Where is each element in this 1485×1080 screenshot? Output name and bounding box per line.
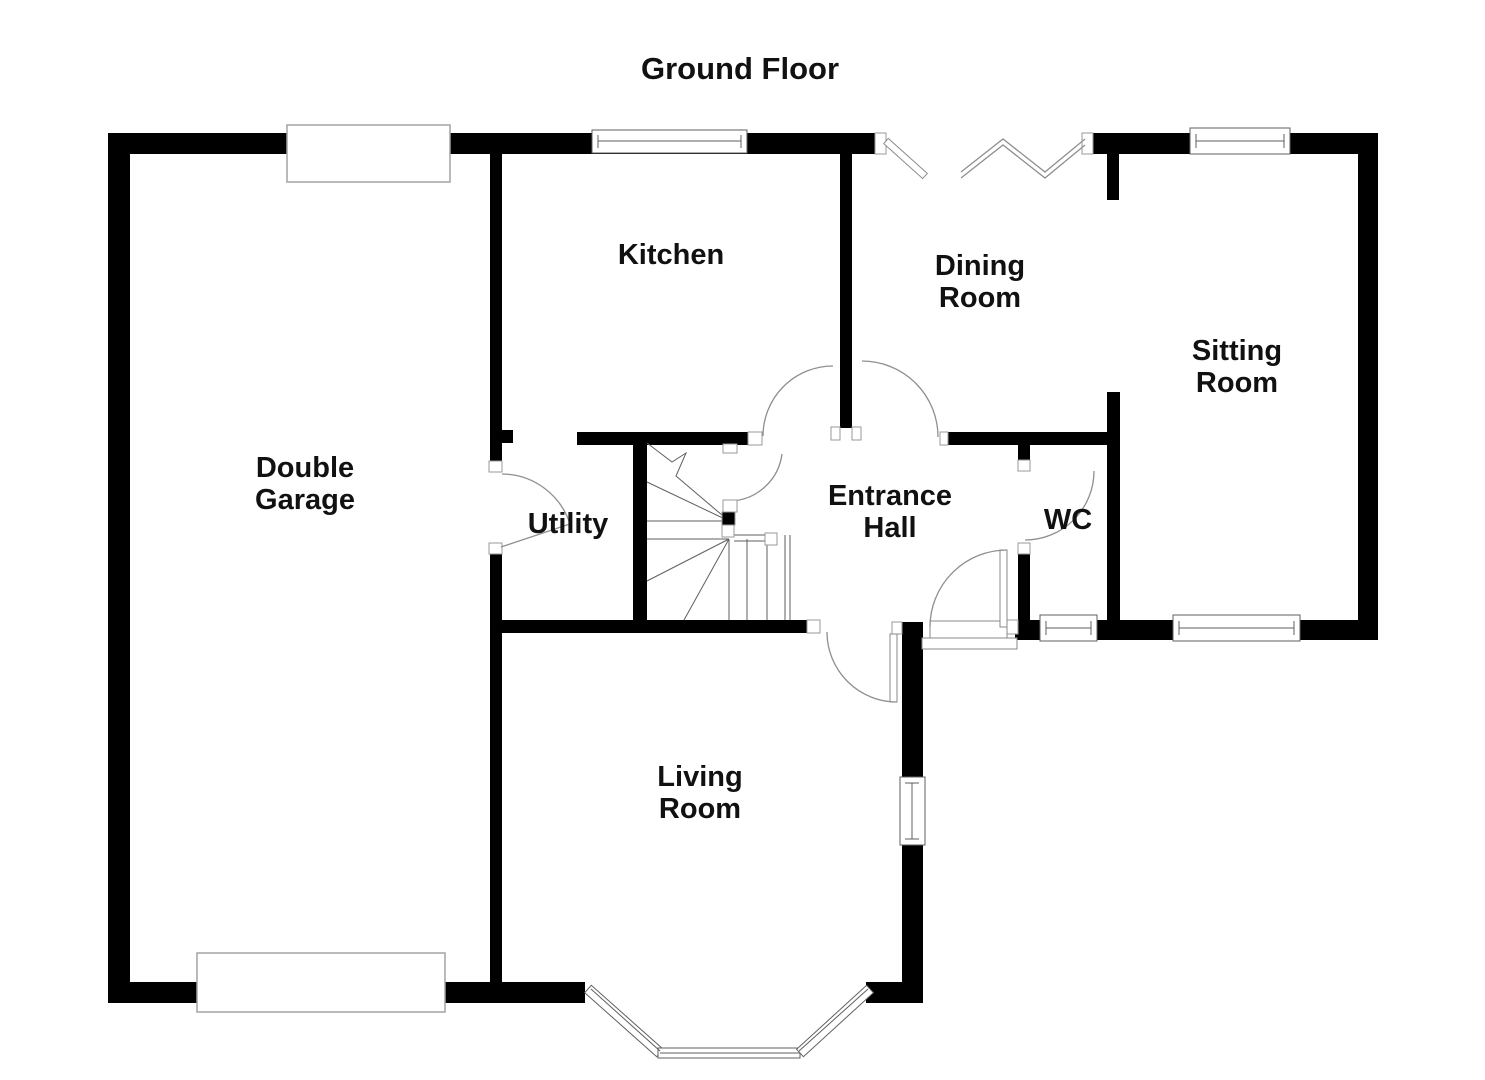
wall-cap — [851, 426, 862, 441]
room-label-wc: WC — [1043, 504, 1093, 536]
wall-cap — [806, 619, 821, 634]
wall-kitchen-dining — [840, 154, 852, 428]
room-label-entrance-hall: Entrance Hall — [827, 480, 953, 544]
wall-cap — [1081, 132, 1094, 155]
front-door — [921, 549, 1018, 650]
newel-post — [721, 511, 736, 526]
room-label-utility: Utility — [527, 508, 609, 540]
room-label-sitting-room: Sitting Room — [1191, 335, 1283, 399]
wall-left — [108, 133, 130, 1003]
living-room-door — [826, 631, 898, 703]
wall-cap — [747, 431, 763, 446]
wall-wc-lower — [1018, 554, 1030, 622]
wall-cap — [1017, 459, 1031, 472]
wall-hall-bottom — [497, 620, 807, 633]
wall-cap — [488, 460, 503, 473]
wall-sitting-left — [1107, 392, 1120, 640]
room-label-living-room: Living Room — [657, 761, 743, 825]
wall-top-left — [108, 133, 875, 154]
newel-post — [764, 532, 778, 546]
wall-utility-stub — [502, 430, 513, 443]
kitchen-window — [591, 129, 748, 154]
page-title: Ground Floor — [640, 51, 840, 86]
stairs-door-arc — [730, 453, 783, 502]
wall-dining-sitting-stub — [1107, 154, 1119, 200]
sitting-room-bottom-window — [1172, 614, 1301, 642]
garage-door-top — [286, 124, 451, 183]
wc-door-arc — [1024, 470, 1095, 541]
wall-right — [1358, 133, 1378, 640]
newel-post — [722, 499, 738, 513]
staircase — [646, 442, 791, 621]
garage-door-bottom — [196, 952, 446, 1013]
wall-cap — [830, 426, 841, 441]
newel-post — [721, 524, 735, 538]
wall-wc-upper — [1018, 445, 1030, 460]
dining-room-door-arc — [861, 360, 939, 438]
kitchen-door-arc — [762, 365, 834, 437]
wall-stairs-top — [577, 432, 748, 445]
patio-door-open-leaf — [882, 137, 929, 180]
wall-stairs-left — [633, 445, 647, 620]
wc-window — [1039, 614, 1098, 642]
room-label-double-garage: Double Garage — [255, 452, 355, 516]
wall-garage-east-upper — [490, 154, 502, 461]
sitting-room-top-window — [1189, 127, 1291, 155]
garage-utility-door-arc — [500, 473, 571, 548]
wall-wc-top — [948, 432, 1108, 445]
wall-cap — [1017, 542, 1031, 555]
wall-cap — [722, 443, 738, 454]
living-room-side-window — [899, 776, 926, 846]
folding-door-zigzag — [960, 138, 1086, 179]
wall-cap — [1006, 619, 1019, 635]
wall-garage-east-lower — [490, 554, 502, 982]
room-label-dining-room: Dining Room — [934, 250, 1026, 314]
bay-window — [583, 984, 875, 1059]
wall-cap — [488, 542, 503, 555]
wall-cap — [891, 621, 903, 635]
room-label-kitchen: Kitchen — [617, 239, 725, 271]
wall-cap — [939, 431, 949, 446]
